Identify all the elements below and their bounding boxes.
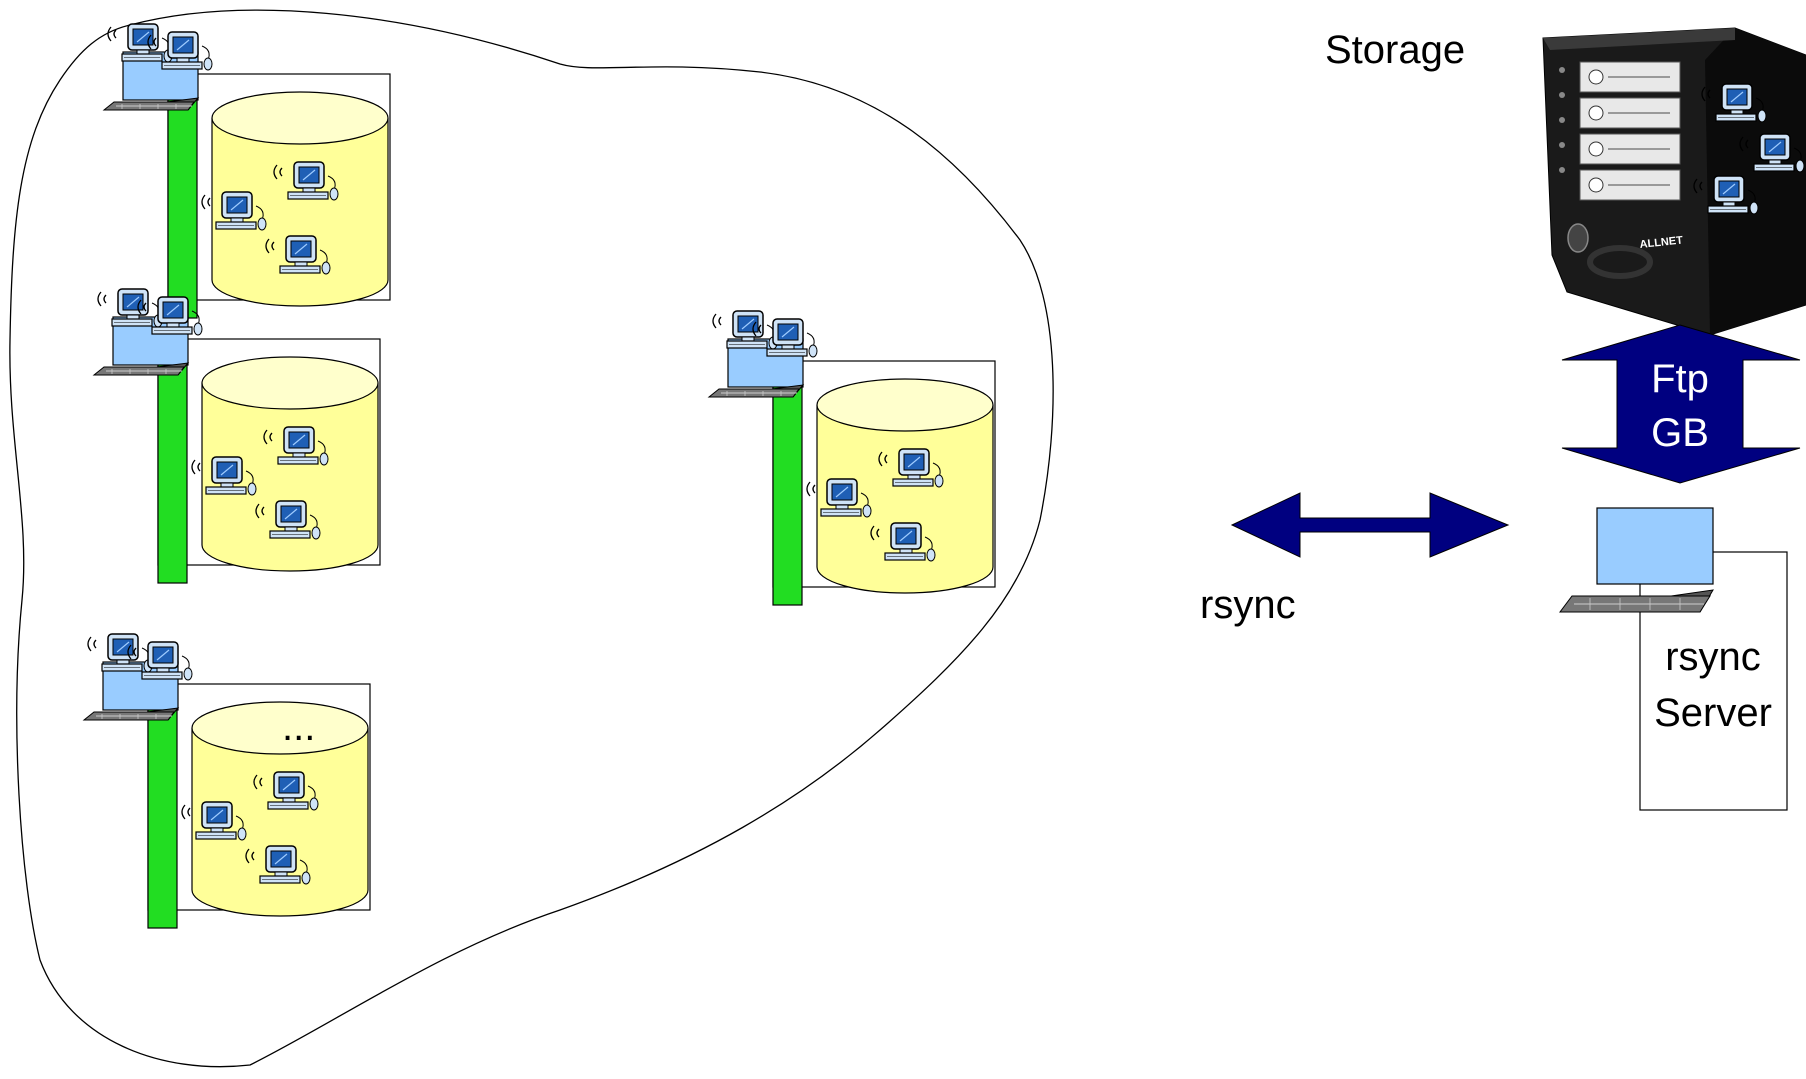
network-cloud-outline — [9, 9, 1054, 1068]
client-node-4 — [709, 311, 995, 605]
ftp-arrow — [1561, 324, 1801, 484]
client-node-1 — [104, 24, 390, 318]
rsync-server-label-line2: Server — [1654, 691, 1772, 735]
nas-brand-label: ALLNET — [1639, 234, 1684, 250]
storage-label: Storage — [1325, 28, 1465, 72]
rsync-server-label-line1: rsync — [1665, 635, 1761, 679]
ftp-label: Ftp — [1651, 357, 1709, 401]
rsync-server — [1559, 507, 1788, 811]
nas-storage-icon: ALLNET — [1542, 27, 1806, 336]
ellipsis-label: ... — [282, 705, 315, 749]
client-node-2 — [94, 289, 380, 583]
client-node-3 — [84, 634, 370, 928]
gb-label: GB — [1651, 411, 1709, 455]
rsync-arrow — [1230, 492, 1510, 558]
rsync-label: rsync — [1200, 583, 1296, 627]
